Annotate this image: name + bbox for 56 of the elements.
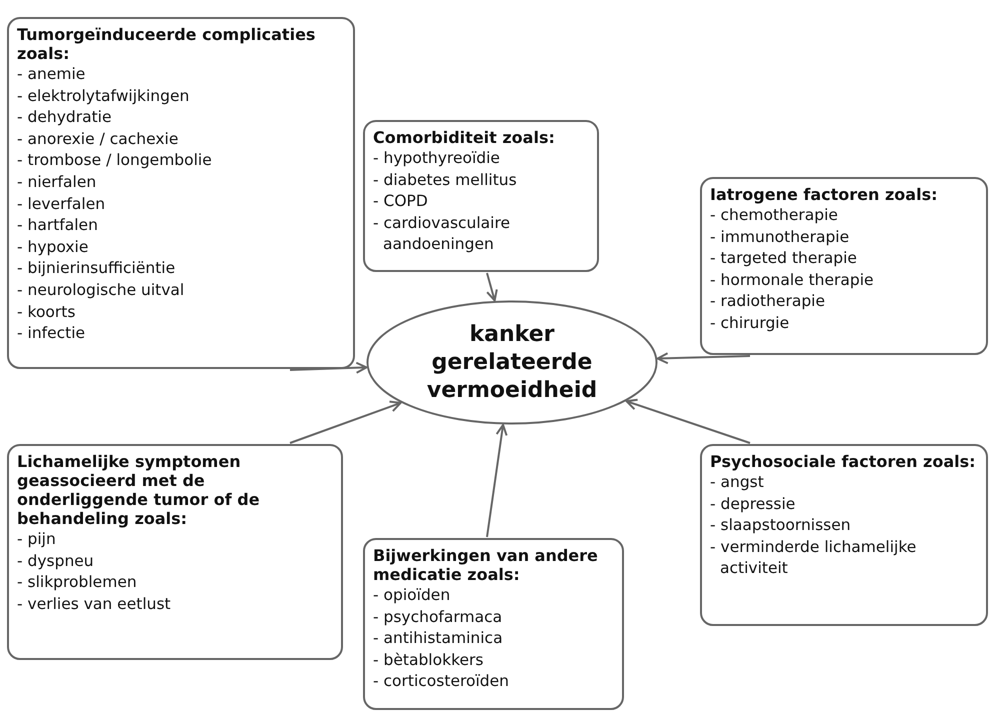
list-item: - neurologische uitval (17, 280, 186, 301)
list-item: - verminderde lichamelijke activiteit (710, 536, 918, 580)
box-heading: Tumorgeïnduceerde complicaties zoals: (17, 25, 316, 63)
list-item: - cardiovasculaire aandoeningen (373, 212, 512, 256)
box-heading: Comorbiditeit zoals: (373, 128, 556, 147)
list-item: - targeted therapie (710, 248, 858, 270)
list-item: - bijnierinsufficiëntie (17, 258, 176, 280)
list-item: - hypoxie (17, 236, 90, 258)
arrow (626, 398, 750, 444)
list-item: - antihistaminica (373, 628, 504, 650)
list-item: - hypothyreoïdie (373, 148, 501, 169)
list-item: - hartfalen (17, 215, 99, 236)
factor-box (7, 444, 343, 660)
list-item: - psychofarmaca (373, 606, 504, 628)
factor-box (363, 538, 624, 710)
list-item: - verlies van eetlust (17, 594, 172, 615)
box-heading: Bijwerkingen van andere medicatie zoals: (373, 546, 599, 584)
list-item: - COPD (373, 191, 429, 212)
list-item: - dehydratie (17, 107, 113, 128)
list-item: - chirurgie (710, 312, 790, 334)
box-heading: Iatrogene factoren zoals: (710, 185, 938, 204)
list-item: - bètablokkers (373, 650, 484, 671)
list-item: - diabetes mellitus (373, 170, 518, 191)
list-item: - elektrolytafwijkingen (17, 86, 190, 107)
list-item: - infectie (17, 323, 86, 344)
list-item: - slikproblemen (17, 572, 138, 594)
arrow (486, 424, 508, 538)
list-item: - opioïden (373, 585, 452, 606)
arrow (290, 362, 368, 374)
list-item: - dyspneu (17, 550, 95, 572)
arrow (486, 272, 498, 302)
list-item: - depressie (710, 494, 796, 515)
factor-box (7, 17, 355, 369)
arrow (290, 400, 402, 444)
arrow (656, 352, 750, 364)
list-item: - anorexie / cachexie (17, 128, 180, 150)
list-item: - radiotherapie (710, 291, 826, 312)
list-item: - immunotherapie (710, 226, 850, 248)
list-item: - nierfalen (17, 172, 98, 193)
box-heading: Lichamelijke symptomen geassocieerd met de onderliggende tumor of de behandeling zoals: (17, 452, 261, 528)
list-item: - hormonale therapie (710, 270, 875, 291)
list-item: - leverfalen (17, 194, 106, 215)
factor-box (700, 444, 988, 626)
factor-box (700, 177, 988, 355)
center-title: kanker gerelateerde vermoeidheid (426, 320, 598, 404)
list-item: - corticosteroïden (373, 671, 510, 692)
factor-box (363, 120, 599, 272)
list-item: - koorts (17, 302, 76, 323)
list-item: - trombose / longembolie (17, 150, 213, 172)
list-item: - pijn (17, 529, 57, 550)
center-ellipse (366, 300, 658, 425)
list-item: - anemie (17, 64, 86, 85)
list-item: - chemotherapie (710, 205, 839, 226)
list-item: - angst (710, 472, 765, 493)
list-item: - slaapstoornissen (710, 515, 852, 536)
box-heading: Psychosociale factoren zoals: (710, 452, 977, 471)
